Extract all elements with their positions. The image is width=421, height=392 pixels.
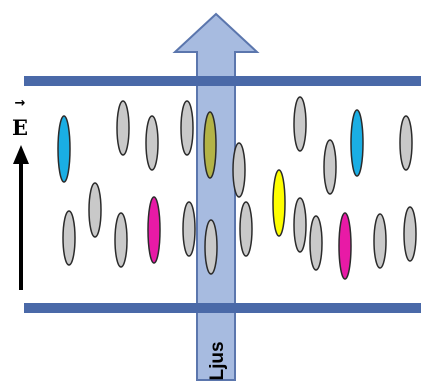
molecule bbox=[309, 215, 323, 271]
field-vector-arrow-glyph: → bbox=[15, 96, 26, 111]
molecule bbox=[204, 219, 218, 275]
molecule-olive bbox=[203, 111, 217, 179]
gray-molecules bbox=[62, 96, 417, 275]
molecule bbox=[88, 182, 102, 238]
molecule bbox=[239, 201, 253, 257]
molecule-magenta bbox=[147, 196, 161, 264]
molecule bbox=[232, 142, 246, 198]
molecule bbox=[182, 201, 196, 257]
molecule-blue bbox=[350, 109, 364, 177]
molecule bbox=[114, 212, 128, 268]
field-label: E bbox=[12, 115, 28, 140]
molecule bbox=[323, 139, 337, 195]
molecule-yellow bbox=[272, 169, 286, 237]
molecule-blue bbox=[57, 115, 71, 183]
molecule bbox=[293, 197, 307, 253]
light-label: Ljus bbox=[207, 341, 228, 380]
molecule-magenta bbox=[338, 212, 352, 280]
molecule bbox=[399, 115, 413, 171]
molecule bbox=[180, 100, 194, 156]
molecule bbox=[373, 213, 387, 269]
molecule bbox=[145, 115, 159, 171]
bottom-electrode-plate bbox=[24, 303, 421, 313]
light-beam-arrow bbox=[172, 12, 260, 381]
field-arrow-head bbox=[13, 145, 29, 164]
top-electrode-plate bbox=[24, 76, 421, 86]
colored-molecules bbox=[57, 109, 364, 280]
molecule bbox=[62, 210, 76, 266]
molecule bbox=[403, 206, 417, 262]
molecule bbox=[116, 100, 130, 156]
molecule bbox=[293, 96, 307, 152]
